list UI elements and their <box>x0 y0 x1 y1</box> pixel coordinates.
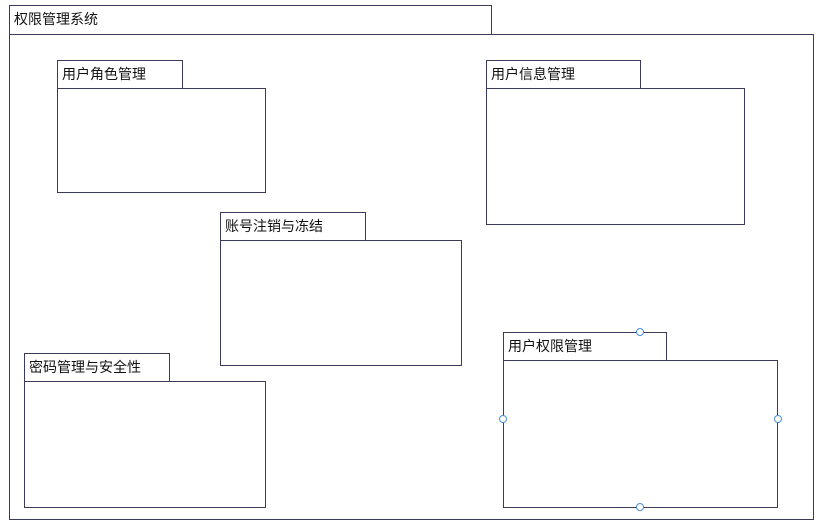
account-package-title: 账号注销与冻结 <box>225 219 323 235</box>
user-role-package-tab[interactable]: 用户角色管理 <box>57 60 183 89</box>
user-info-package-body[interactable] <box>486 88 745 225</box>
account-package-tab[interactable]: 账号注销与冻结 <box>220 212 366 241</box>
user-permission-package-body[interactable] <box>503 360 778 508</box>
selection-handle-left[interactable] <box>499 415 507 423</box>
selection-handle-bottom[interactable] <box>636 503 644 511</box>
system-package-tab[interactable]: 权限管理系统 <box>9 5 492 34</box>
password-package-body[interactable] <box>24 381 266 508</box>
password-package-tab[interactable]: 密码管理与安全性 <box>24 353 170 382</box>
selection-handle-right[interactable] <box>774 415 782 423</box>
user-role-package-body[interactable] <box>57 88 266 193</box>
password-package-title: 密码管理与安全性 <box>29 360 141 376</box>
user-permission-package-title: 用户权限管理 <box>508 339 592 355</box>
selection-handle-top[interactable] <box>636 328 644 336</box>
system-package-title: 权限管理系统 <box>14 12 98 28</box>
user-info-package-tab[interactable]: 用户信息管理 <box>486 60 641 89</box>
user-permission-package-tab[interactable]: 用户权限管理 <box>503 332 667 361</box>
user-role-package-title: 用户角色管理 <box>62 67 146 83</box>
account-package-body[interactable] <box>220 240 462 366</box>
user-info-package-title: 用户信息管理 <box>491 67 575 83</box>
